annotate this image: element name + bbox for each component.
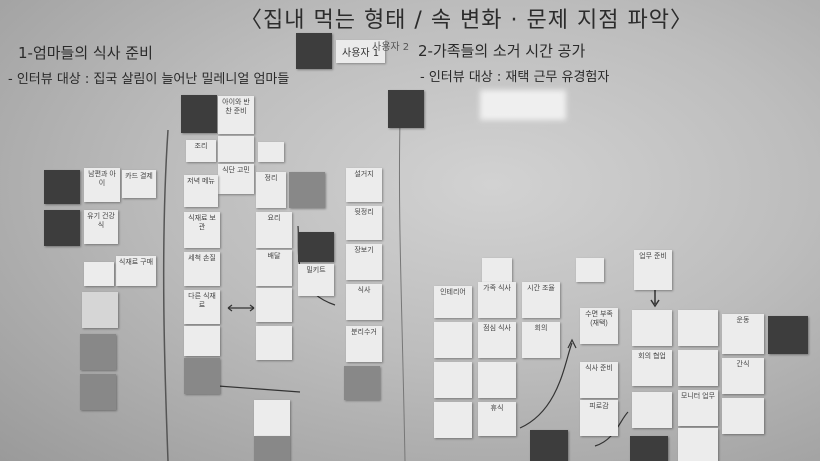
sticky-note [256, 326, 292, 360]
sticky-note [530, 430, 568, 461]
sticky-note: 요리 [256, 212, 292, 248]
sticky-note [254, 400, 290, 436]
sticky-note: 식단 고민 [218, 164, 254, 194]
sticky-note: 분리수거 [346, 326, 382, 362]
sticky-note [632, 310, 672, 346]
sticky-note: 가족 식사 [478, 282, 516, 318]
sticky-note: 식재료 보관 [184, 212, 220, 248]
sticky-note [576, 258, 604, 282]
sticky-note: 회의 [522, 322, 560, 358]
sticky-note: 시간 조율 [522, 282, 560, 318]
sticky-note [678, 350, 718, 386]
sticky-note [184, 326, 220, 356]
sticky-note: 아이와 반찬 준비 [218, 96, 254, 134]
sticky-note: 남편과 아이 [84, 168, 120, 202]
sticky-note [218, 136, 254, 162]
sticky-note [254, 436, 290, 461]
sticky-note [84, 262, 114, 286]
sticky-note: 휴식 [478, 402, 516, 436]
sticky-note [80, 334, 116, 370]
sticky-note [678, 310, 718, 346]
sticky-note [258, 142, 284, 162]
sticky-note [181, 95, 217, 133]
sticky-note: 피로감 [580, 400, 618, 436]
sticky-note: 설거지 [346, 168, 382, 202]
section1-heading: 1-엄마들의 식사 준비 [18, 44, 153, 62]
sticky-note [289, 172, 325, 208]
sticky-note: 조리 [186, 140, 216, 162]
user-label-1: 사용자 1 [336, 40, 386, 63]
sticky-note: 업무 준비 [634, 250, 672, 290]
sticky-note: 배달 [256, 250, 292, 286]
sticky-note: 유기 건강식 [84, 210, 118, 244]
sticky-note [44, 210, 80, 246]
sticky-note [434, 322, 472, 358]
user-label-2: 사용자 2 [372, 42, 410, 53]
sticky-note: 회의 협업 [632, 350, 672, 386]
sticky-note [630, 436, 668, 461]
section2-heading: 2-가족들의 소거 시간 공가 [418, 42, 586, 60]
sticky-note-dark [296, 33, 332, 69]
sticky-note [434, 362, 472, 398]
sticky-note [44, 170, 80, 204]
sticky-note [82, 292, 118, 328]
sticky-note [722, 398, 764, 434]
sticky-note: 식재료 구매 [116, 256, 156, 286]
sticky-note: 밀키트 [298, 264, 334, 296]
sticky-note [344, 366, 380, 400]
sticky-note: 식사 준비 [580, 362, 618, 398]
sticky-note: 점심 식사 [478, 322, 516, 358]
sticky-note: 모니터 업무 [678, 390, 718, 426]
sticky-note [80, 374, 116, 410]
sticky-note [298, 232, 334, 262]
sticky-note: 카드 결제 [122, 170, 156, 198]
sticky-note [388, 90, 424, 128]
sticky-note [256, 288, 292, 322]
sticky-note: 운동 [722, 314, 764, 354]
light-glare [480, 90, 566, 120]
sticky-note: 수면 부족 (재택) [580, 308, 618, 344]
sticky-note [482, 258, 512, 282]
sticky-note: 저녁 메뉴 [184, 175, 218, 207]
sticky-note: 식사 [346, 284, 382, 320]
sticky-note: 장보기 [346, 244, 382, 280]
board-title: 〈집내 먹는 형태 / 속 변화 · 문제 지점 파악〉 [240, 8, 693, 33]
section2-target: - 인터뷰 대상 : 재택 근무 유경험자 [420, 70, 610, 85]
sticky-note: 뒷정리 [346, 206, 382, 240]
sticky-note: 세척 손질 [184, 252, 220, 286]
sticky-note: 간식 [722, 358, 764, 394]
sticky-note [768, 316, 808, 354]
sticky-note [434, 402, 472, 438]
sticky-note [184, 358, 220, 394]
sticky-note [632, 392, 672, 428]
sticky-note [678, 428, 718, 461]
sticky-note: 인테리어 [434, 286, 472, 318]
sticky-note: 다른 식재료 [184, 290, 220, 324]
section1-target: - 인터뷰 대상 : 집국 살림이 늘어난 밀레니얼 엄마들 [8, 72, 290, 87]
sticky-note [478, 362, 516, 398]
sticky-note: 정리 [256, 172, 286, 208]
